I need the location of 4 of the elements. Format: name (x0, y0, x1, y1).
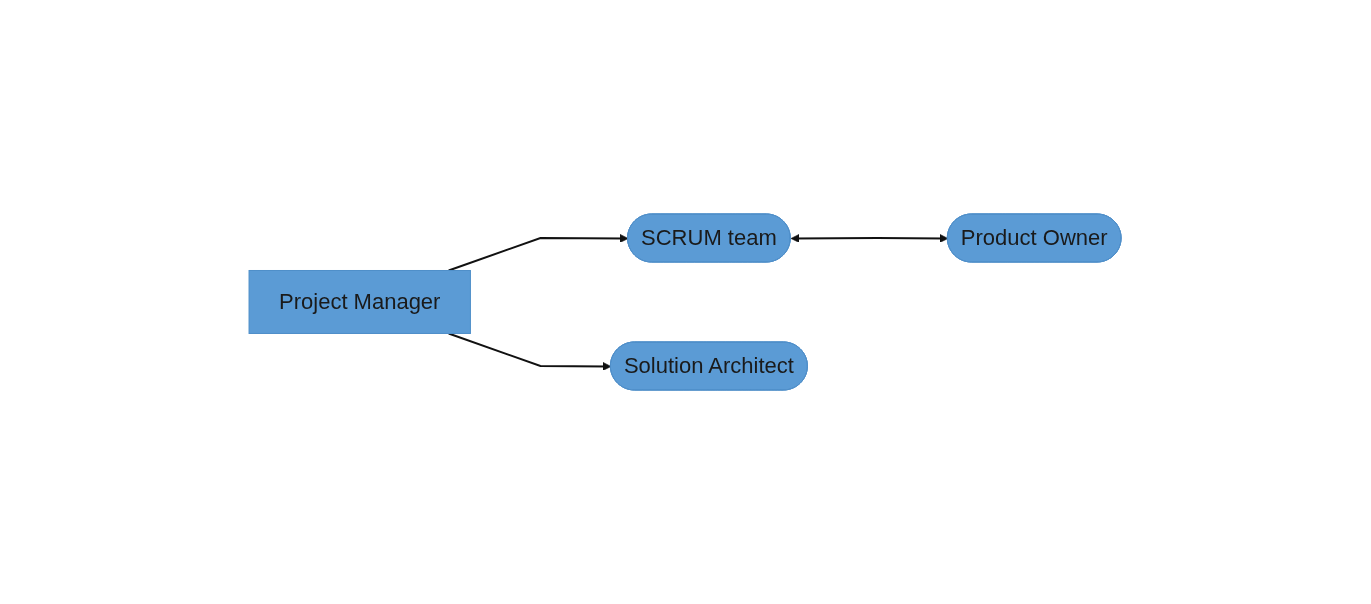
arrow (791, 234, 949, 243)
node-box: Project Manager (249, 270, 472, 334)
arrow (448, 234, 629, 272)
arrow (448, 332, 612, 371)
